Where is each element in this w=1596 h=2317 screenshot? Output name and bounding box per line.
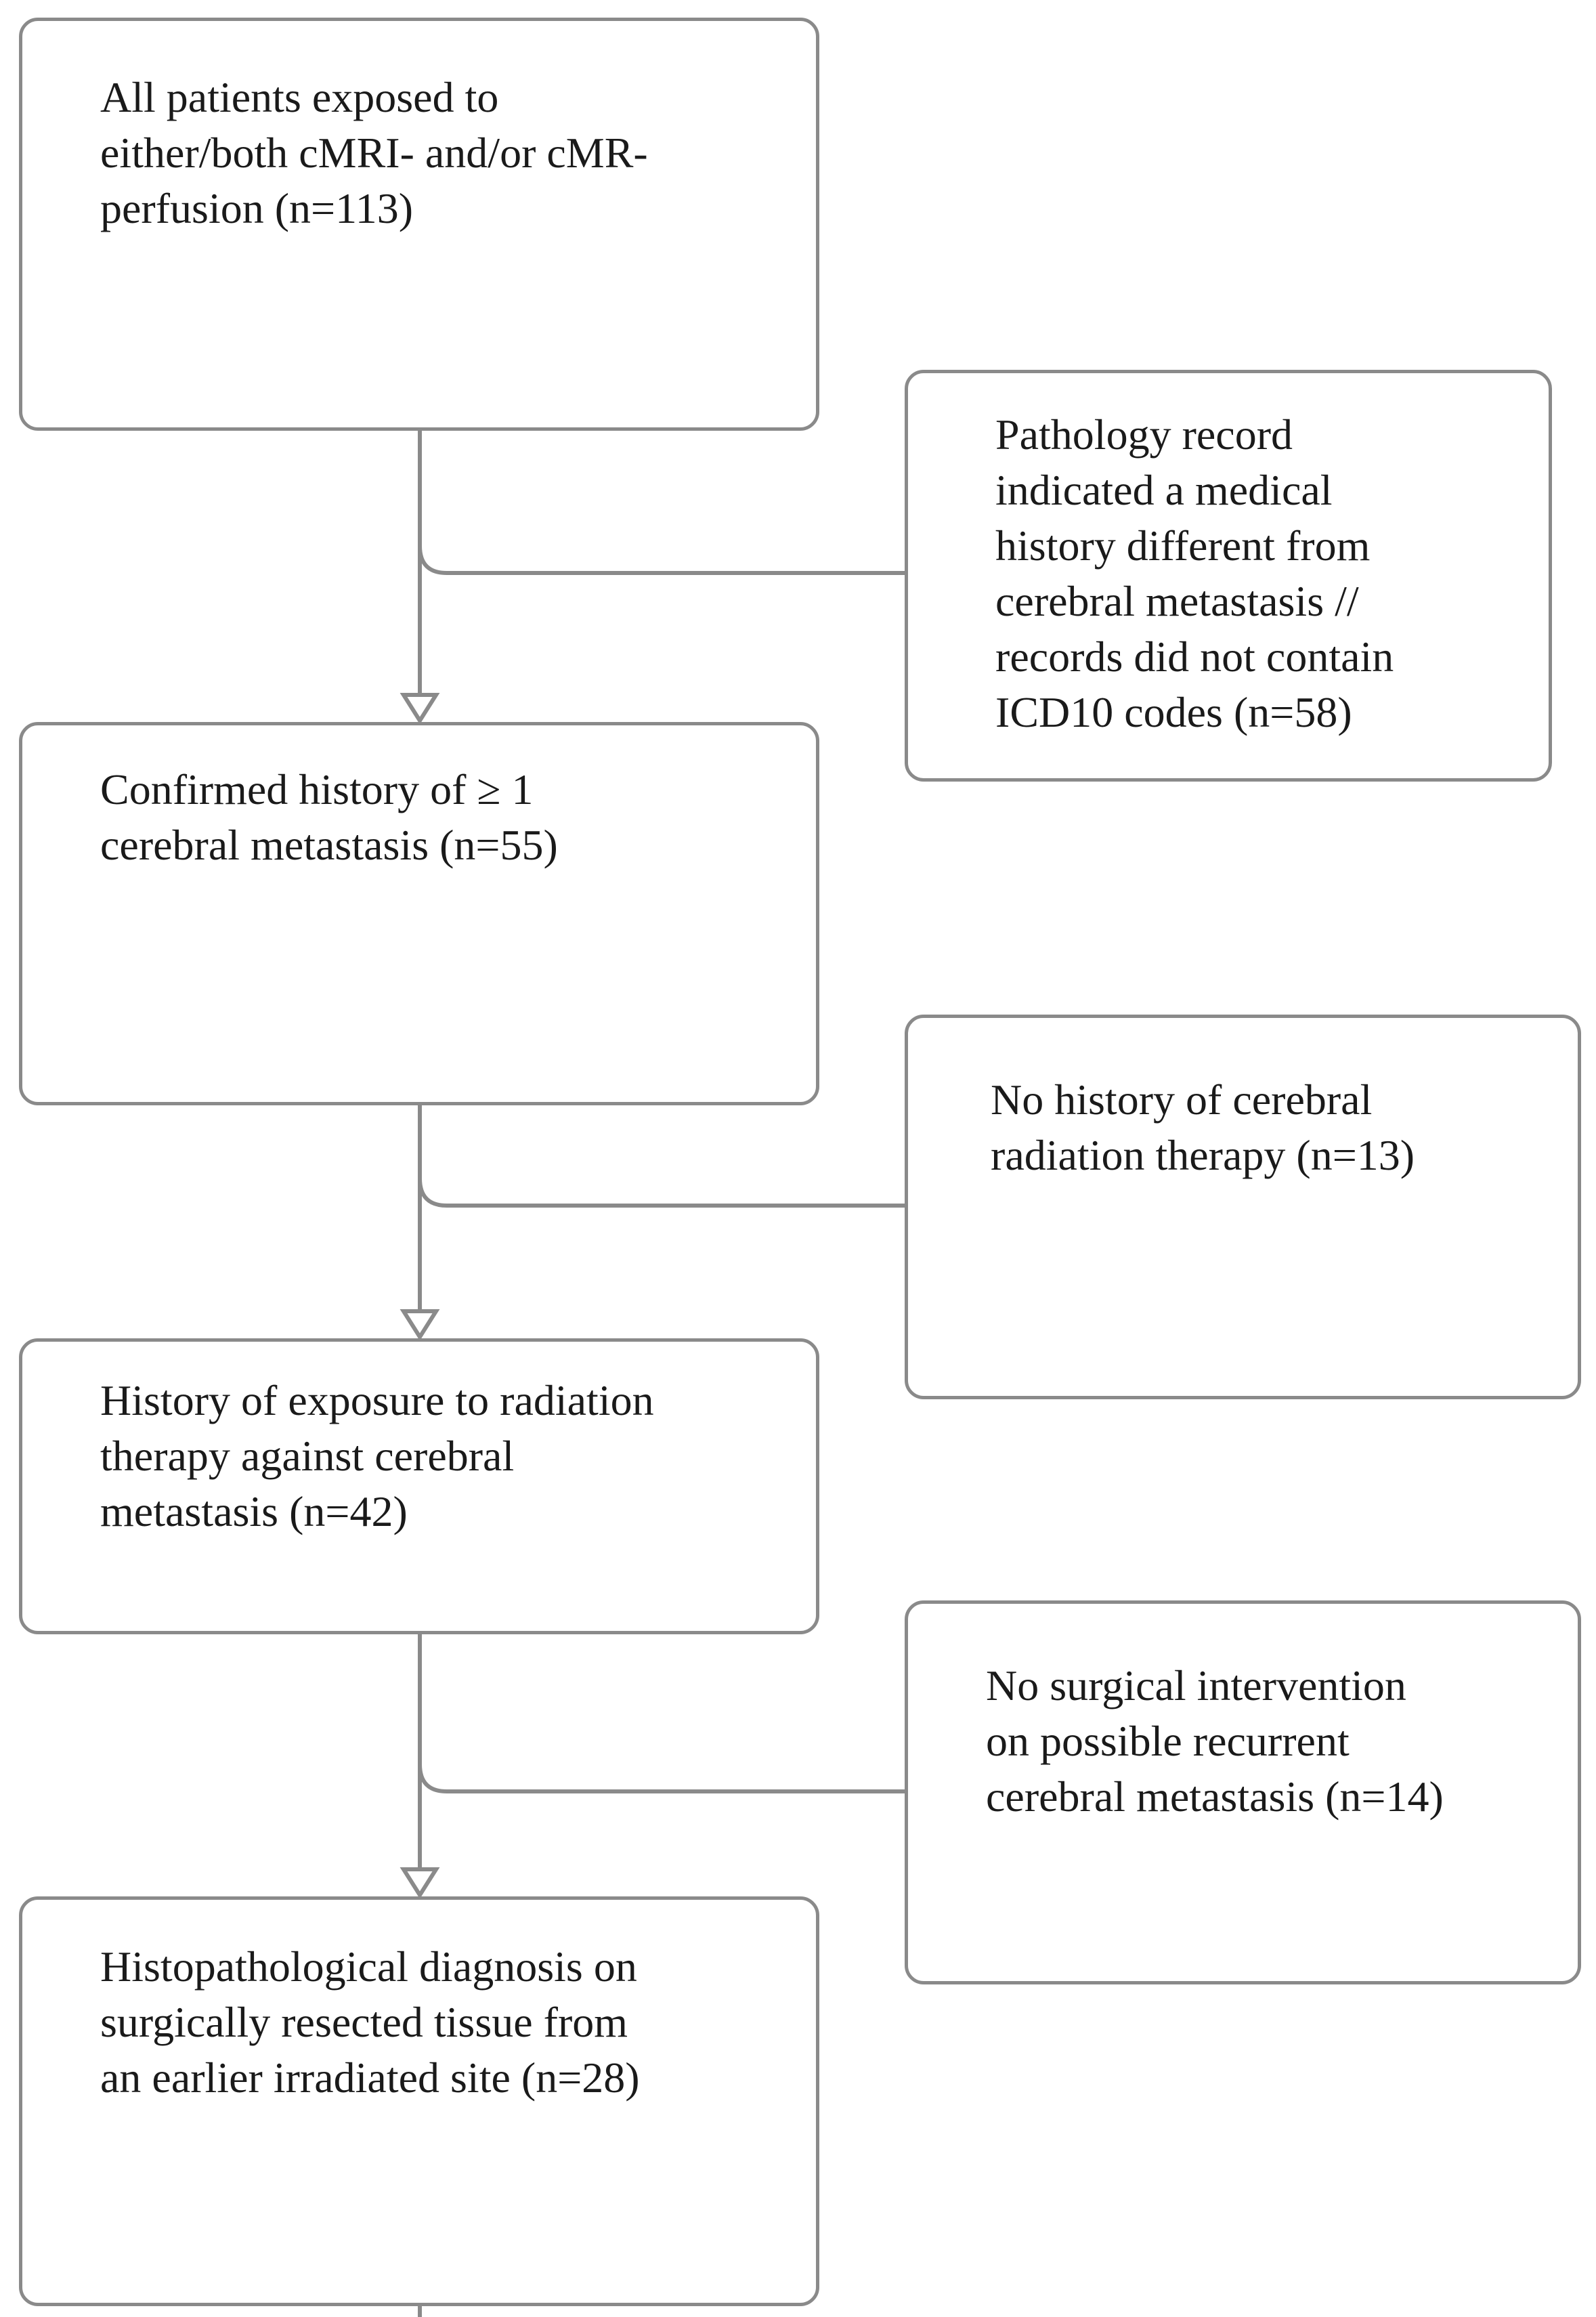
exclusion-box-pathology-record: Pathology record indicated a medical histo… — [905, 370, 1552, 782]
text-line: metastasis (n=42) — [100, 1487, 408, 1535]
flow-step-text: Histopathological diagnosis on surgically… — [100, 1939, 640, 2106]
exclusion-text: Pathology record indicated a medical histo… — [995, 407, 1394, 740]
text-line: Pathology record — [995, 410, 1293, 459]
text-line: cerebral metastasis (n=55) — [100, 821, 558, 869]
text-line: therapy against cerebral — [100, 1432, 515, 1480]
flow-step-all-patients: All patients exposed to either/both cMRI-… — [19, 18, 819, 431]
text-line: records did not contain — [995, 633, 1394, 681]
exclusion-box-no-radiation: No history of cerebral radiation therapy … — [905, 1015, 1581, 1399]
exclusion-branch-3 — [418, 1764, 905, 1793]
text-line: History of exposure to radiation — [100, 1376, 654, 1424]
text-line: an earlier irradiated site (n=28) — [100, 2054, 640, 2102]
text-line: cerebral metastasis (n=14) — [986, 1772, 1444, 1821]
exclusion-branch-2 — [418, 1178, 905, 1208]
text-line: indicated a medical — [995, 466, 1333, 514]
text-line: No surgical intervention — [986, 1661, 1406, 1709]
text-line: All patients exposed to — [100, 73, 499, 121]
flow-step-text: All patients exposed to either/both cMRI-… — [100, 70, 648, 236]
flow-step-histopathological-diagnosis: Histopathological diagnosis on surgically… — [19, 1896, 819, 2306]
exclusion-branch-1 — [418, 545, 905, 575]
exclusion-box-no-surgery: No surgical intervention on possible recu… — [905, 1600, 1581, 1984]
arrowhead-1 — [400, 693, 440, 725]
text-line: history different from — [995, 522, 1371, 570]
text-line: on possible recurrent — [986, 1717, 1350, 1765]
text-line: perfusion (n=113) — [100, 184, 414, 232]
flow-step-confirmed-metastasis: Confirmed history of ≥ 1 cerebral metasta… — [19, 722, 819, 1105]
flow-step-radiation-exposure: History of exposure to radiation therapy … — [19, 1338, 819, 1634]
text-line: cerebral metastasis // — [995, 577, 1359, 625]
exclusion-text: No surgical intervention on possible recu… — [986, 1658, 1444, 1825]
text-line: Confirmed history of ≥ 1 — [100, 765, 534, 813]
text-line: surgically resected tissue from — [100, 1998, 628, 2046]
arrowhead-3 — [400, 1867, 440, 1899]
text-line: Histopathological diagnosis on — [100, 1942, 637, 1991]
flow-step-text: History of exposure to radiation therapy … — [100, 1373, 654, 1539]
text-line: No history of cerebral — [991, 1076, 1373, 1124]
exclusion-text: No history of cerebral radiation therapy … — [991, 1072, 1415, 1183]
arrowhead-2 — [400, 1309, 440, 1341]
text-line: either/both cMRI- and/or cMR- — [100, 129, 648, 177]
text-line: ICD10 codes (n=58) — [995, 688, 1352, 736]
text-line: radiation therapy (n=13) — [991, 1131, 1415, 1179]
flow-step-text: Confirmed history of ≥ 1 cerebral metasta… — [100, 762, 558, 873]
